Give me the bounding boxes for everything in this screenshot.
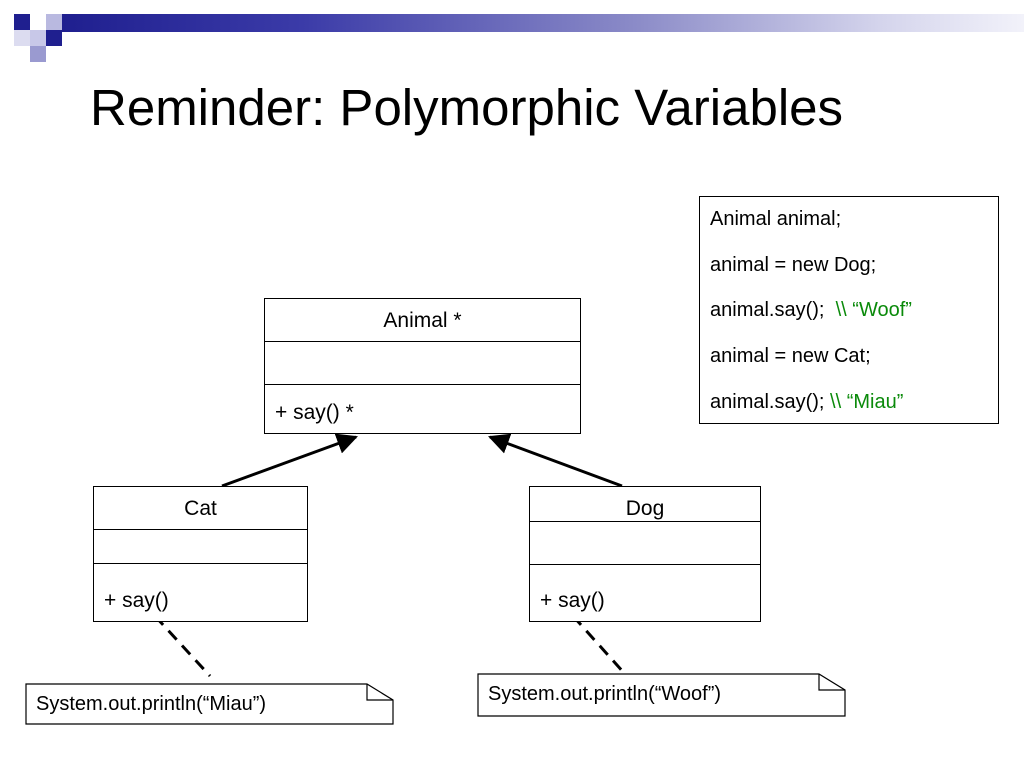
- code-comment: \\ “Miau”: [830, 391, 904, 413]
- header-gradient-bar: [62, 14, 1024, 32]
- cat-inheritance-arrow: [221, 433, 358, 488]
- header-square: [46, 30, 62, 46]
- code-text: animal.say();: [710, 391, 825, 413]
- header-square: [46, 14, 62, 30]
- cat-note-shape: [25, 683, 394, 725]
- header-square: [30, 30, 46, 46]
- class-name: Animal *: [383, 309, 462, 332]
- code-line: Animal animal;: [710, 208, 842, 230]
- class-name: Cat: [184, 497, 217, 520]
- dog-note-fold: [818, 674, 845, 691]
- class-operation: + say(): [104, 589, 169, 612]
- operations-compartment: [530, 564, 760, 565]
- header-square: [14, 30, 30, 46]
- class-name: Dog: [625, 497, 665, 520]
- slide-title: Reminder: Polymorphic Variables: [90, 79, 844, 136]
- header-square: [30, 46, 46, 62]
- code-line: animal = new Cat;: [710, 345, 871, 367]
- header-square: [14, 14, 30, 30]
- operations-compartment: [265, 384, 580, 385]
- code-line: animal.say(); \\ “Miau”: [710, 391, 903, 414]
- cat-note-text: System.out.println(“Miau”): [36, 693, 267, 715]
- code-comment: \\ “Woof”: [835, 299, 912, 321]
- dog-inheritance-arrow: [488, 433, 623, 488]
- class-operation: + say(): [540, 589, 605, 612]
- dog-note-connector: [571, 614, 627, 676]
- dog-note-shape: [477, 673, 846, 717]
- cat-note-connector: [153, 614, 212, 678]
- code-line: animal = new Dog;: [710, 254, 877, 276]
- cat-note-fold: [366, 684, 393, 701]
- class-dog: Dog + say(): [529, 486, 761, 622]
- attributes-compartment: [530, 521, 760, 522]
- code-line: animal.say(); \\ “Woof”: [710, 299, 912, 322]
- dog-note-text: System.out.println(“Woof”): [488, 683, 722, 705]
- attributes-compartment: [94, 529, 307, 530]
- code-example-box: Animal animal; animal = new Dog; animal.…: [699, 196, 999, 424]
- code-text: animal.say();: [710, 299, 825, 321]
- attributes-compartment: [265, 341, 580, 342]
- operations-compartment: [94, 563, 307, 564]
- class-operation: + say() *: [275, 401, 354, 424]
- class-animal: Animal * + say() *: [264, 298, 581, 434]
- class-cat: Cat + say(): [93, 486, 308, 622]
